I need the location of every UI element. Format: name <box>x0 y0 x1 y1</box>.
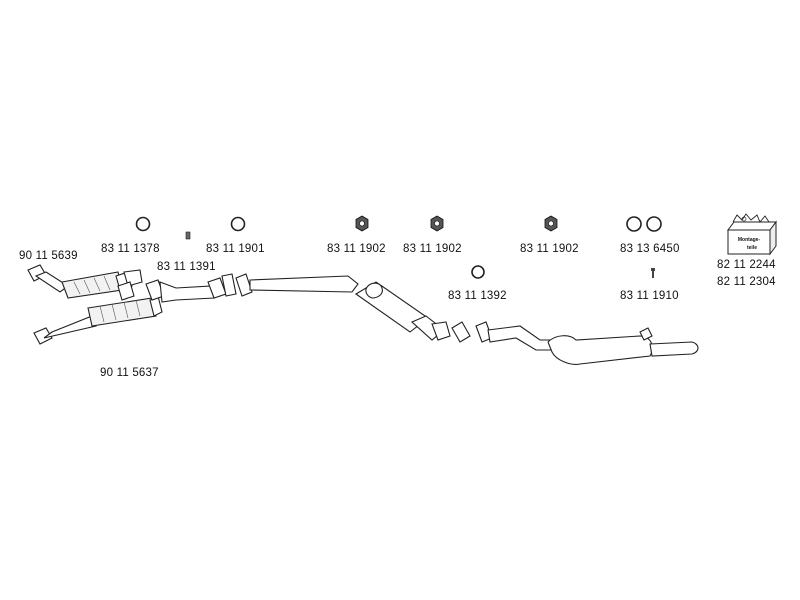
part-label-front-pipe-upper: 90 11 5639 <box>19 250 78 262</box>
part-label-bolt: 83 11 1910 <box>620 290 679 302</box>
ring-icon <box>471 265 485 279</box>
small-clip-icon <box>185 231 191 240</box>
rear-connecting-pipe <box>475 321 561 351</box>
part-label-nut-1: 83 11 1902 <box>327 243 386 255</box>
part-label-nut-2: 83 11 1902 <box>403 243 462 255</box>
gasket-ring-icon <box>135 216 151 232</box>
mounting-kit-box-icon: Montage- teile <box>727 213 777 256</box>
part-label-clamp-y: 83 11 1391 <box>157 261 216 273</box>
part-label-nut-3: 83 11 1902 <box>520 243 579 255</box>
center-silencer <box>354 281 471 343</box>
kit-box-label-line2: teile <box>747 245 757 251</box>
o-ring-icon <box>646 216 662 232</box>
part-label-kit-1: 82 11 2244 <box>717 259 776 271</box>
part-label-o-rings: 83 13 6450 <box>620 243 680 255</box>
intermediate-pipe <box>235 273 359 297</box>
hex-nut-icon <box>544 215 558 232</box>
rear-silencer <box>547 327 699 365</box>
hex-nut-icon <box>430 215 444 232</box>
o-ring-icon <box>626 216 642 232</box>
part-label-ring-mid: 83 11 1392 <box>448 290 507 302</box>
y-pipe <box>145 273 237 303</box>
gasket-ring-icon <box>230 216 246 232</box>
part-label-gasket-2: 83 11 1901 <box>206 243 265 255</box>
part-label-front-pipe-lower: 90 11 5637 <box>100 367 159 379</box>
hex-nut-icon <box>355 215 369 232</box>
part-label-kit-2: 82 11 2304 <box>717 276 776 288</box>
bolt-icon <box>651 268 655 278</box>
kit-box-label-line1: Montage- <box>738 237 761 243</box>
front-pipe-lower <box>33 281 163 345</box>
part-label-gasket-1: 83 11 1378 <box>101 243 160 255</box>
